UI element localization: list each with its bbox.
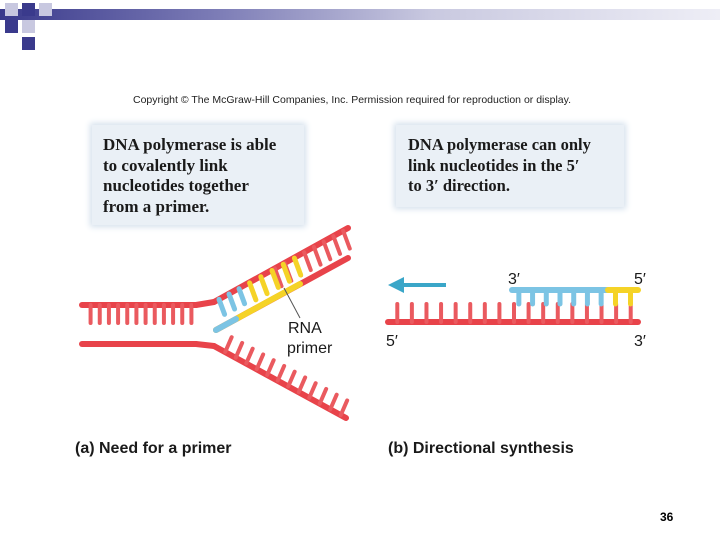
callout-line: link nucleotides in the 5′ — [408, 155, 580, 175]
new-dna-backbone — [213, 316, 239, 333]
base-rung — [233, 340, 245, 360]
primer-nucleotide — [226, 291, 238, 312]
dna-backbone — [193, 299, 217, 308]
caption-panel-a: (a) Need for a primer — [75, 440, 232, 457]
base-rung — [223, 335, 234, 354]
decor-square — [22, 37, 35, 50]
base-rung — [254, 352, 266, 372]
callout-directional: DNA polymerase can only link nucleotides… — [396, 125, 624, 207]
decor-square — [5, 3, 18, 16]
base-rung — [307, 381, 318, 400]
rna-primer-label-line1: RNA — [288, 320, 322, 337]
primer-nucleotide — [258, 274, 270, 297]
base-rung — [286, 369, 297, 389]
dna-backbone — [193, 341, 217, 349]
base-rung — [311, 244, 323, 267]
copyright-notice: Copyright © The McGraw-Hill Companies, I… — [133, 94, 572, 106]
base-rung — [275, 363, 287, 383]
end-label-bottom-left: 5′ — [386, 333, 398, 350]
rna-primer-label-line2: primer — [287, 340, 333, 357]
primer-nucleotide — [280, 261, 292, 284]
base-rung — [331, 234, 343, 256]
directional-synthesis-illustration — [385, 277, 641, 325]
primer-nucleotide — [216, 296, 228, 317]
replication-fork-illustration — [79, 225, 352, 421]
base-rung — [244, 346, 255, 366]
primer-nucleotide — [236, 286, 248, 307]
base-rung — [302, 250, 313, 273]
primer-nucleotide — [291, 255, 304, 278]
base-rung — [338, 398, 350, 418]
arrow-head-icon — [388, 277, 404, 293]
base-rung — [272, 266, 284, 289]
callout-line: to covalently link — [103, 155, 228, 175]
end-label-bottom-right: 3′ — [634, 333, 646, 350]
base-rung — [296, 375, 308, 395]
decor-square — [39, 3, 52, 16]
page-number: 36 — [660, 510, 674, 524]
callout-line: from a primer. — [103, 196, 210, 216]
callout-line: nucleotides together — [103, 176, 249, 195]
base-rung — [321, 239, 333, 262]
primer-nucleotide — [269, 268, 281, 290]
caption-panel-b: (b) Directional synthesis — [388, 440, 574, 457]
label-pointer — [283, 287, 301, 319]
decor-square — [5, 20, 18, 33]
decor-square — [22, 20, 35, 33]
decor-square — [22, 3, 35, 16]
base-rung — [265, 358, 276, 377]
primer-nucleotide — [247, 280, 259, 303]
base-rung — [328, 392, 339, 412]
end-label-top-left: 3′ — [508, 271, 520, 288]
base-rung — [341, 228, 352, 251]
base-rung — [317, 386, 329, 406]
callout-line: DNA polymerase can only — [408, 135, 591, 154]
callout-line: DNA polymerase is able — [103, 135, 277, 154]
header-band — [0, 9, 720, 20]
callout-need-for-primer: DNA polymerase is able to covalently lin… — [92, 125, 304, 225]
callout-line: to 3′ direction. — [408, 176, 510, 195]
end-label-top-right: 5′ — [634, 271, 646, 288]
